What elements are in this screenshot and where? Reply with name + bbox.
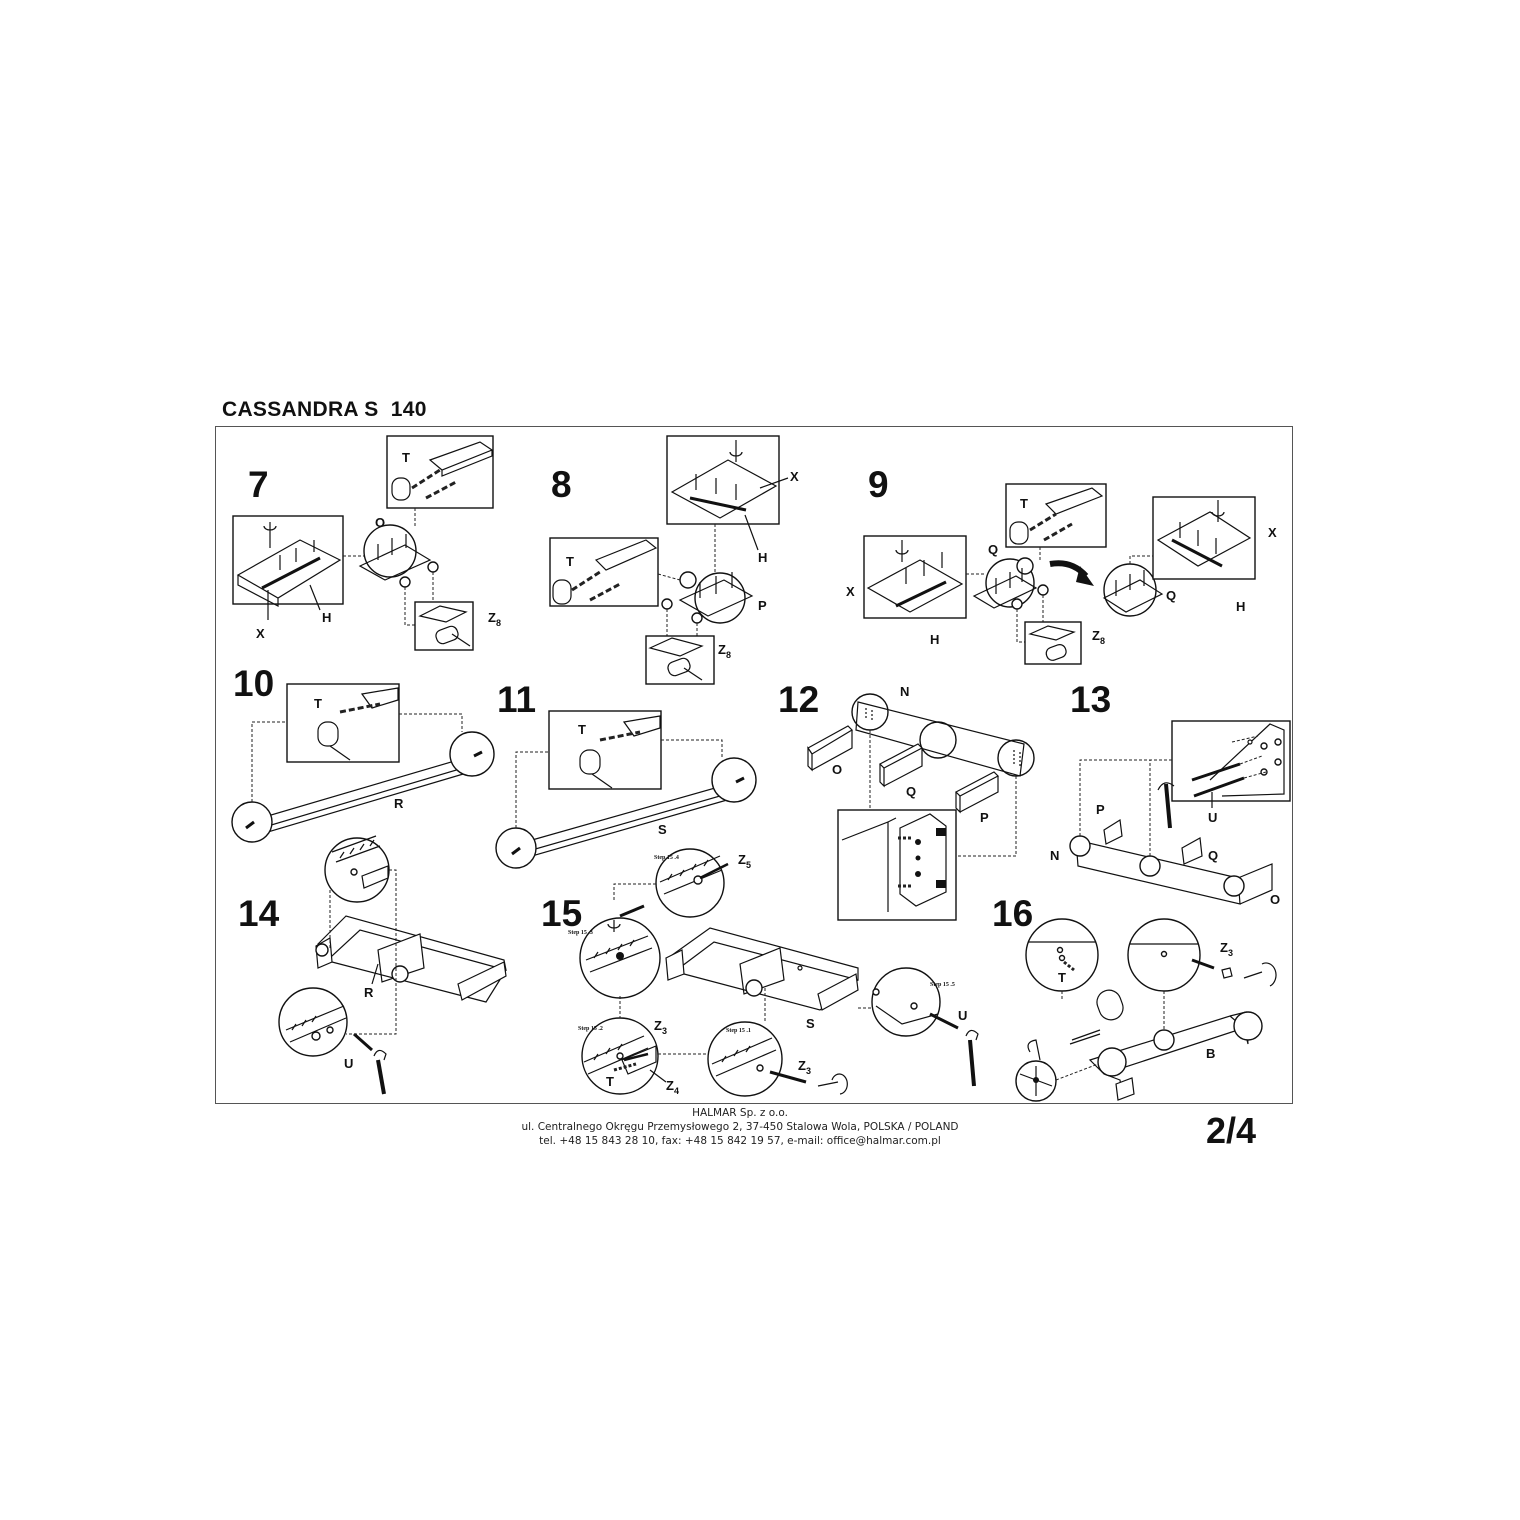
sub-step-15-2: Step 15 .2 <box>578 1026 603 1032</box>
label-x: X <box>256 626 265 641</box>
instructions-frame <box>215 426 1293 1104</box>
label-z3: Z3 <box>798 1058 811 1076</box>
label-t: T <box>314 696 322 711</box>
step-number: 8 <box>551 464 572 505</box>
step-number: 10 <box>233 663 274 704</box>
label-t: T <box>1020 496 1028 511</box>
company-address: ul. Centralnego Okręgu Przemysłowego 2, … <box>521 1121 959 1133</box>
label-b: B <box>1206 1046 1215 1061</box>
step-9: 9 T X H Q Z8 Q <box>846 464 1277 665</box>
company-contact: tel. +48 15 843 28 10, fax: +48 15 842 1… <box>539 1135 941 1147</box>
label-q: Q <box>988 542 998 557</box>
step-11: 11 T S <box>495 679 757 869</box>
detail-box <box>232 515 344 605</box>
label-h: H <box>930 632 939 647</box>
label-u: U <box>958 1008 967 1023</box>
label-q: Q <box>1208 848 1218 863</box>
step-8: 8 X H T P Z8 <box>549 435 799 685</box>
label-h: H <box>758 550 767 565</box>
label-h: H <box>1236 599 1245 614</box>
label-p: P <box>980 810 989 825</box>
label-s: S <box>658 822 667 837</box>
sub-step-15-5: Step 15 .5 <box>930 982 955 988</box>
label-o: O <box>832 762 842 777</box>
label-t: T <box>1058 970 1066 985</box>
step-10: 10 T R <box>231 663 495 843</box>
step-7: 7 X H T O Z8 <box>232 435 501 651</box>
step-14: 14 R U <box>238 835 507 1095</box>
label-n: N <box>1050 848 1059 863</box>
label-x: X <box>846 584 855 599</box>
label-q: Q <box>906 784 916 799</box>
document-title: CASSANDRA S 140 <box>222 398 427 421</box>
step-15: 15 Step 15 .4 Z5 Step 15 .3 S Step 15 .5… <box>541 848 979 1097</box>
step-number: 16 <box>992 893 1033 934</box>
label-u: U <box>1208 810 1217 825</box>
step-12: 12 N O Q P <box>778 679 1035 921</box>
label-o: O <box>375 515 385 530</box>
label-s: S <box>806 1016 815 1031</box>
label-t: T <box>402 450 410 465</box>
footer: HALMAR Sp. z o.o. ul. Centralnego Okręgu… <box>460 1106 1020 1148</box>
label-z3: Z3 <box>654 1018 667 1036</box>
page-number: 2/4 <box>1206 1110 1257 1151</box>
label-z5: Z5 <box>738 852 751 870</box>
company-name: HALMAR Sp. z o.o. <box>692 1107 788 1119</box>
label-r: R <box>394 796 404 811</box>
sub-step-15-3: Step 15 .3 <box>568 930 593 936</box>
step-number: 9 <box>868 464 889 505</box>
label-z8: Z8 <box>488 610 501 628</box>
label-t: T <box>606 1074 614 1089</box>
label-q: Q <box>1166 588 1176 603</box>
label-t: T <box>578 722 586 737</box>
step-number: 13 <box>1070 679 1111 720</box>
label-z8: Z8 <box>1092 628 1105 646</box>
label-u: U <box>344 1056 353 1071</box>
step-number: 12 <box>778 679 819 720</box>
step-13: 13 U P N Q O <box>1050 679 1291 907</box>
label-x: X <box>1268 525 1277 540</box>
label-r: R <box>364 985 374 1000</box>
label-p: P <box>758 598 767 613</box>
step-16: 16 T Z3 B <box>992 893 1277 1102</box>
step-number: 11 <box>497 679 536 720</box>
sub-step-15-4: Step 15 .4 <box>654 855 679 861</box>
step-number: 7 <box>248 464 269 505</box>
label-n: N <box>900 684 909 699</box>
label-x: X <box>790 469 799 484</box>
label-h: H <box>322 610 331 625</box>
label-z8: Z8 <box>718 642 731 660</box>
label-p: P <box>1096 802 1105 817</box>
label-z3: Z3 <box>1220 940 1233 958</box>
step-number: 14 <box>238 893 280 934</box>
label-t: T <box>566 554 574 569</box>
step-number: 15 <box>541 893 582 934</box>
label-o: O <box>1270 892 1280 907</box>
sub-step-15-1: Step 15 .1 <box>726 1028 751 1034</box>
label-z4: Z4 <box>666 1078 679 1096</box>
